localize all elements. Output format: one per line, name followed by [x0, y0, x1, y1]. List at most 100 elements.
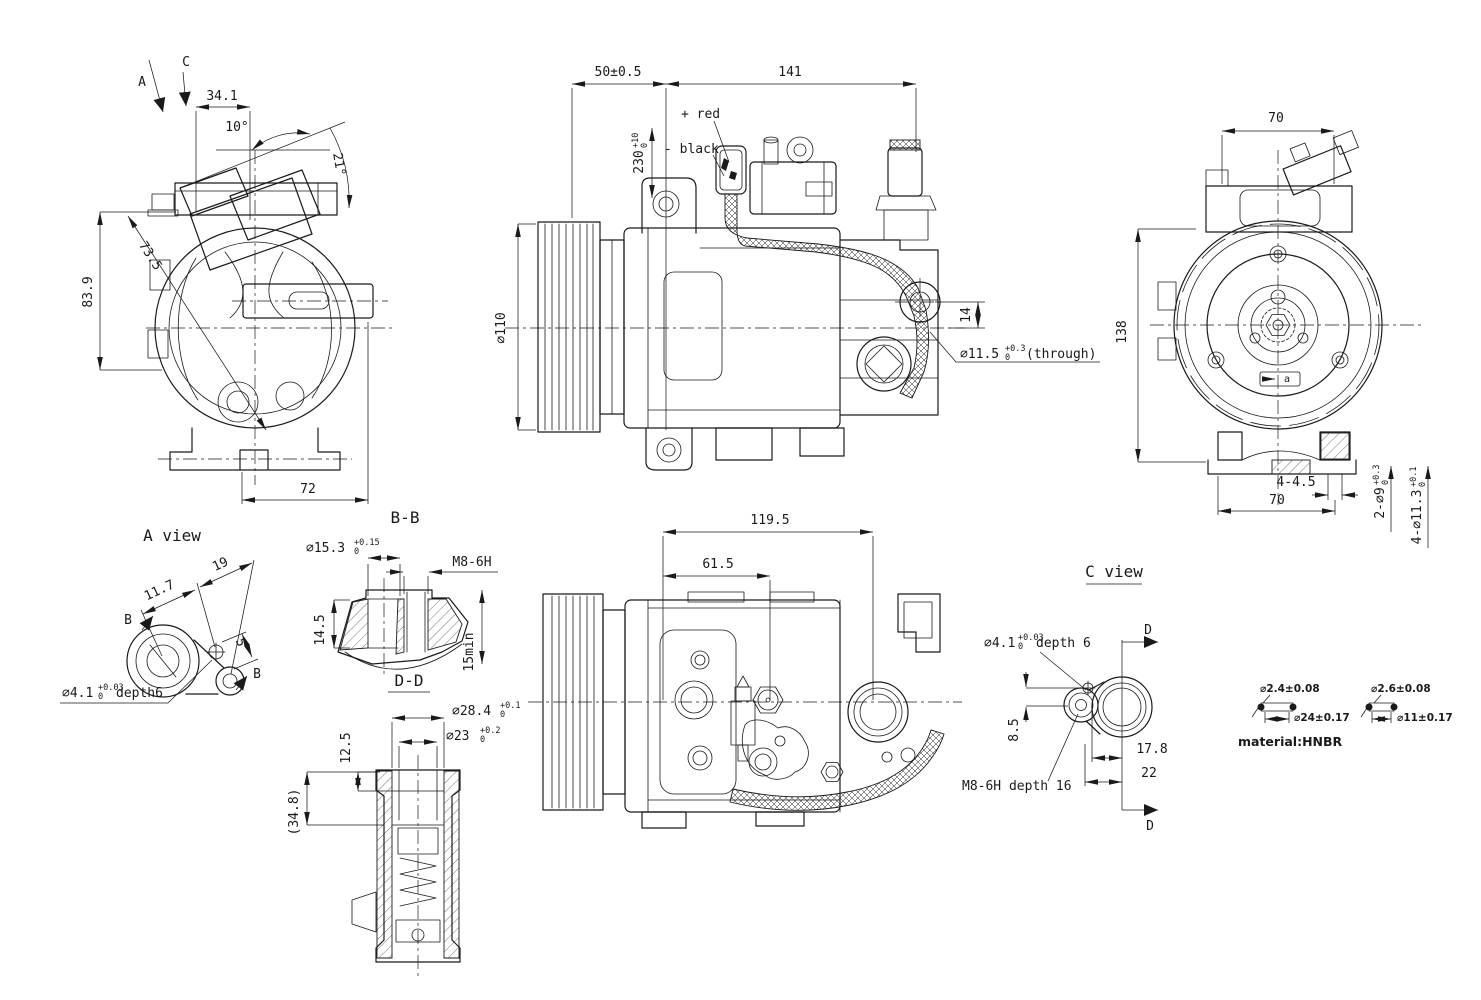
terminal-black [729, 171, 737, 180]
c-view-part [1063, 676, 1153, 738]
svg-text:2-⌀9: 2-⌀9 [1373, 487, 1388, 518]
svg-text:+0.2: +0.2 [480, 726, 500, 736]
dim-72: 72 [300, 482, 316, 497]
a-view-title: A view [143, 526, 201, 545]
bottom-side-view: 119.5 61.5 [528, 513, 962, 829]
mounting-feet [169, 427, 341, 471]
svg-text:⌀28.4: ⌀28.4 [452, 704, 491, 719]
section-label-d2: D [1146, 819, 1154, 834]
svg-text:0: 0 [500, 710, 505, 720]
svg-text:⌀15.3: ⌀15.3 [306, 541, 345, 556]
dd-title: D-D [395, 671, 424, 690]
suction-port [856, 336, 912, 392]
tilted-head-block [179, 167, 249, 217]
dim-70-bottom: 70 [1269, 493, 1285, 508]
note-4d113: 4-⌀11.3 +0.1 0 [1409, 467, 1428, 545]
compressor-front-body [147, 167, 374, 471]
dim-14: 14 [959, 307, 974, 323]
dim-34-1: 34.1 [206, 89, 237, 104]
svg-text:+0.1: +0.1 [1409, 467, 1419, 487]
bolt-head [151, 193, 175, 211]
svg-text:+0.03: +0.03 [1018, 633, 1044, 643]
body-bottom [624, 591, 945, 829]
oring-left: ⌀2.4±0.08 ⌀24±0.17 [1251, 683, 1350, 724]
oring-material: material:HNBR [1238, 734, 1343, 749]
side-view: 50±0.5 141 + red - black 230 +10 0 ⌀110 … [494, 65, 1100, 471]
dim-11-7: 11.7 [142, 577, 177, 604]
wiring-harness-bottom [729, 729, 945, 811]
note-d41-c: ⌀4.1 +0.03 0 depth 6 [984, 633, 1091, 691]
note-d11-5: ⌀11.5 +0.3 0 (through) [960, 344, 1096, 363]
svg-text:+0.3: +0.3 [1372, 465, 1382, 485]
svg-text:0: 0 [1018, 642, 1023, 652]
note-d23: ⌀23 +0.2 0 [446, 726, 500, 745]
svg-text:⌀4.1: ⌀4.1 [62, 686, 93, 701]
top-band [174, 182, 338, 216]
a-view: A view B B 11.7 19 5 ⌀4.1 [60, 526, 261, 704]
dim-22: 22 [1141, 766, 1157, 781]
dim-50: 50±0.5 [595, 65, 642, 80]
spring [399, 857, 437, 907]
dim-8-5: 8.5 [1007, 718, 1022, 741]
left-leg [1217, 431, 1243, 461]
dim-15min: 15min [462, 632, 477, 671]
dim-34-8: (34.8) [287, 789, 302, 836]
svg-text:+10: +10 [631, 133, 641, 148]
a-view-part [126, 624, 245, 698]
dim-70-top: 70 [1268, 111, 1284, 126]
section-label-b2: B [253, 667, 261, 682]
view-label-c: C [182, 55, 190, 70]
svg-text:0: 0 [1005, 353, 1010, 363]
view-label-a: A [138, 75, 146, 90]
pulley [537, 221, 625, 433]
svg-text:+0.15: +0.15 [354, 538, 380, 548]
svg-text:+0.3: +0.3 [1005, 344, 1025, 354]
dim-17-8: 17.8 [1136, 742, 1167, 757]
oring-right: ⌀2.6±0.08 ⌀11±0.17 [1360, 683, 1453, 724]
compressor-body [623, 136, 945, 471]
oring-detail: ⌀2.4±0.08 ⌀24±0.17 ⌀2.6±0.08 ⌀11±0.17 ma… [1238, 683, 1453, 749]
dim-12-5: 12.5 [339, 732, 354, 763]
svg-text:0: 0 [640, 143, 650, 148]
dim-138: 138 [1115, 320, 1130, 343]
svg-text:⌀4.1: ⌀4.1 [984, 636, 1015, 651]
svg-text:4-⌀11.3: 4-⌀11.3 [1410, 490, 1425, 545]
svg-text:+0.03: +0.03 [98, 683, 124, 693]
rear-fitting [887, 147, 923, 197]
note-2d9: 2-⌀9 +0.3 0 [1372, 465, 1391, 519]
note-d153: ⌀15.3 +0.15 0 [306, 538, 380, 557]
rear-housing [1157, 130, 1359, 475]
oring-left-cs: ⌀2.4±0.08 [1260, 683, 1320, 695]
view-arrow-a [148, 59, 166, 113]
svg-text:0: 0 [480, 735, 485, 745]
svg-text:0: 0 [98, 692, 103, 702]
oring-right-id: ⌀11±0.17 [1397, 712, 1453, 724]
note-d284: ⌀28.4 +0.1 0 [452, 701, 520, 720]
cylinder-head [749, 161, 837, 215]
section-b-b: B-B ⌀15.3 +0.15 0 M8-6H 14.5 [306, 508, 498, 676]
view-arrow-c [178, 71, 191, 107]
label-red: + red [681, 107, 720, 122]
foot [645, 427, 693, 471]
svg-text:0: 0 [1381, 480, 1391, 485]
terminal-red [721, 158, 729, 171]
note-d41-a: ⌀4.1 +0.03 0 depth6 [60, 659, 213, 704]
c-view-title: C view [1085, 562, 1143, 581]
section-label-b1: B [124, 613, 132, 628]
dim-10deg: 10° [225, 120, 248, 135]
dim-21deg: 21° [329, 152, 348, 178]
dim-4-45: 4-4.5 [1276, 475, 1315, 490]
dim-119-5: 119.5 [750, 513, 789, 528]
front-left-view: A C 34.1 10° 21° 83.9 73.5 72 [81, 55, 392, 504]
dim-d110: ⌀110 [494, 312, 509, 343]
svg-text:⌀23: ⌀23 [446, 729, 469, 744]
oring-right-cs: ⌀2.6±0.08 [1371, 683, 1431, 695]
bb-title: B-B [391, 508, 420, 527]
hub-tag-plate [1259, 371, 1301, 387]
hub-tag: a [1284, 374, 1290, 385]
section-d-d: D-D ⌀28.4 +0.1 0 ⌀23 [287, 671, 520, 978]
wiring-harness [724, 193, 929, 399]
dd-part [351, 755, 461, 978]
svg-text:depth 6: depth 6 [1036, 636, 1091, 651]
